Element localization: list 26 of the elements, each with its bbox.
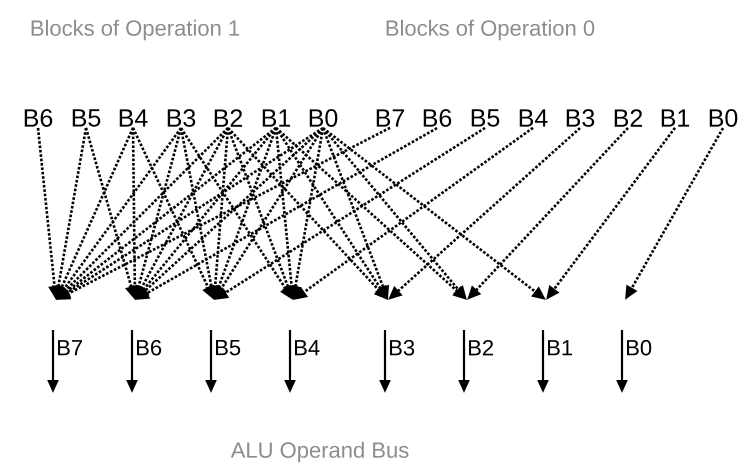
bit-label: B5 [216, 340, 240, 356]
bit-label: B4 [120, 109, 148, 127]
bit-label: B4 [295, 340, 320, 356]
bit-label: B3 [566, 109, 594, 127]
bit-label: B0 [310, 109, 338, 127]
group-label: Blocks of Operation 1 [32, 20, 240, 40]
bit-label: B3 [390, 340, 414, 356]
bit-label: B1 [548, 340, 572, 356]
bit-label: B6 [137, 340, 162, 356]
bit-label: B4 [520, 109, 548, 127]
bit-label: B7 [58, 340, 82, 356]
bit-label: B5 [72, 109, 100, 127]
group-label: Blocks of Operation 0 [386, 20, 594, 40]
bit-label: B6 [24, 109, 52, 127]
bit-label: B2 [214, 109, 242, 127]
group-label: ALU Operand Bus [230, 442, 408, 462]
bit-label: B2 [469, 340, 494, 356]
bit-label: B3 [168, 109, 196, 127]
bit-label: B6 [424, 109, 452, 127]
bit-label: B7 [376, 109, 404, 127]
bit-label: B1 [662, 109, 690, 127]
bit-label: B0 [627, 340, 652, 356]
bit-label: B2 [614, 109, 642, 127]
bit-label: B5 [472, 109, 500, 127]
bit-label: B0 [710, 109, 738, 127]
bit-label: B1 [262, 109, 290, 127]
